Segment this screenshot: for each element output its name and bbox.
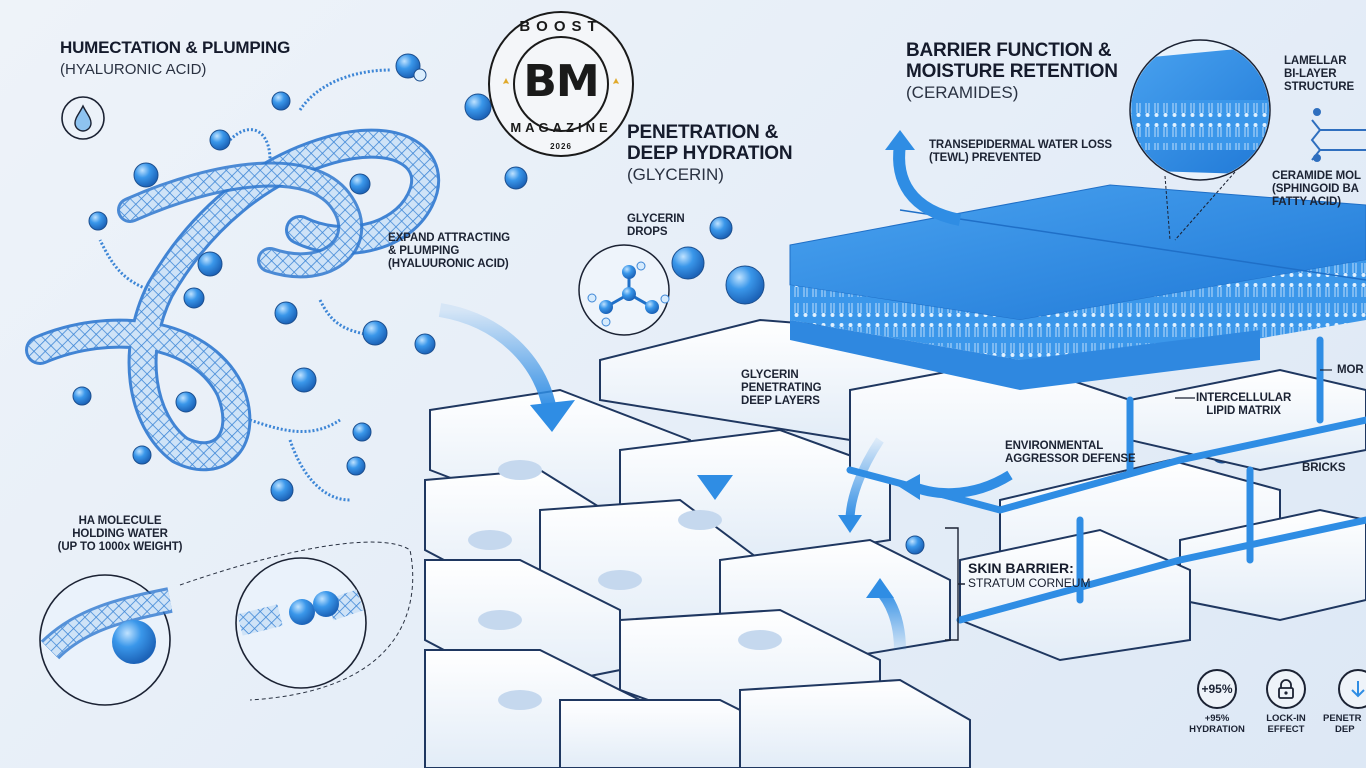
barrier-title-line-1: BARRIER FUNCTION &: [906, 40, 1112, 61]
badge-hydration-line-1: +95%: [1204, 713, 1230, 724]
arrow-defense-down: [845, 437, 884, 521]
logo-top-text: BOOST: [519, 18, 603, 35]
mortar-label: MOR: [1337, 364, 1364, 376]
lock-icon: [1266, 669, 1306, 709]
badge-hydration-label: +95% HYDRATION: [1182, 713, 1252, 735]
molecule-branches: [98, 68, 391, 502]
brick-wall: [424, 318, 1366, 768]
badge-penetration-line-2: DEP: [1335, 724, 1355, 735]
down-arrow-icon: [1338, 669, 1366, 709]
lamellar-line-1: LAMELLAR: [1284, 55, 1347, 67]
ha-line-1: HA MOLECULE: [78, 515, 162, 527]
env-line-1: ENVIRONMENTAL: [1005, 440, 1104, 452]
tewl-line-2: (TEWL) PREVENTED: [929, 152, 1042, 164]
ha-line-3: (UP TO 1000x WEIGHT): [57, 541, 183, 553]
penetration-subtitle: (GLYCERIN): [627, 165, 724, 184]
badge-penetration-label: PENETR DEP: [1323, 713, 1366, 735]
ha-zoom-circles: [39, 541, 414, 706]
arrow-ha-into-skin: [438, 303, 557, 412]
penetration-title: PENETRATION & DEEP HYDRATION: [627, 122, 793, 164]
logo-seal: [488, 11, 634, 157]
drops-line-2: DROPS: [627, 226, 668, 238]
badge-lockin-line-1: LOCK-IN: [1266, 713, 1306, 724]
leader-lines: [1175, 369, 1332, 399]
logo-bottom-text: MAGAZINE: [510, 120, 612, 135]
lamellar-line-3: STRUCTURE: [1284, 81, 1355, 93]
humectation-subtitle: (HYALURONIC ACID): [60, 61, 207, 78]
badge-lockin-label: LOCK-IN EFFECT: [1251, 713, 1321, 735]
ceramide-line-2: (SPHINGOID BA: [1272, 183, 1359, 195]
ceramide-molecule: [1310, 108, 1366, 162]
skin-barrier-label: SKIN BARRIER: STRATUM CORNEUM: [968, 560, 1090, 590]
barrier-title-line-2: MOISTURE RETENTION: [906, 61, 1118, 82]
badge-hydration-line-2: HYDRATION: [1189, 724, 1245, 735]
env-line-2: AGGRESSOR DEFENSE: [1005, 453, 1136, 465]
skin-barrier-sub: STRATUM CORNEUM: [968, 576, 1091, 590]
barrier-subtitle: (CERAMIDES): [906, 83, 1019, 102]
logo-year: 2026: [550, 142, 572, 151]
ha-line-2: HOLDING WATER: [72, 528, 168, 540]
drops-line-1: GLYCERIN: [627, 213, 685, 225]
humectation-title: HUMECTATION & PLUMPING: [60, 38, 291, 57]
lamellar-zoom: [1129, 39, 1271, 241]
glycerin-drops-label: GLYCERIN DROPS: [627, 213, 685, 239]
hydration-drop-icon: +95%: [1197, 669, 1237, 709]
intercellular-line-1: INTERCELLULAR: [1196, 392, 1292, 404]
ceramide-label: CERAMIDE MOL (SPHINGOID BA FATTY ACID): [1272, 170, 1361, 209]
ceramide-line-1: CERAMIDE MOL: [1272, 170, 1361, 182]
arrow-tewl: [893, 144, 962, 226]
ceramide-line-3: FATTY ACID): [1272, 196, 1341, 208]
tewl-line-1: TRANSEPIDERMAL WATER LOSS: [929, 139, 1112, 151]
logo-monogram: BM: [523, 56, 599, 107]
lamellar-label: LAMELLAR BI-LAYER STRUCTURE: [1284, 55, 1354, 94]
intercellular-line-2: LIPID MATRIX: [1206, 405, 1281, 417]
lamellar-line-2: BI-LAYER: [1284, 68, 1337, 80]
tewl-label: TRANSEPIDERMAL WATER LOSS (TEWL) PREVENT…: [929, 139, 1112, 165]
pen-line-1: GLYCERIN: [741, 369, 799, 381]
bricks-label: BRICKS: [1302, 462, 1346, 474]
lock-glyph: [1278, 679, 1294, 699]
pen-line-2: PENETRATING: [741, 382, 822, 394]
down-arrow-glyph: [1351, 681, 1365, 698]
intercellular-label: INTERCELLULAR LIPID MATRIX: [1196, 392, 1291, 418]
expand-line-1: EXPAND ATTRACTING: [388, 232, 511, 244]
expand-line-3: (HYALUURONIC ACID): [388, 258, 509, 270]
skin-barrier-bracket: [945, 527, 965, 641]
environmental-label: ENVIRONMENTAL AGGRESSOR DEFENSE: [1005, 440, 1136, 466]
cell-nuclei: [468, 460, 782, 710]
boost-magazine-logo[interactable]: BOOST BM MAGAZINE 2026: [487, 10, 635, 158]
penetration-title-line-1: PENETRATION &: [627, 122, 779, 143]
water-drop-icon-wrap: [61, 96, 105, 140]
badge-lockin-line-2: EFFECT: [1267, 724, 1305, 735]
expand-line-2: & PLUMPING: [388, 245, 460, 257]
skin-barrier-title: SKIN BARRIER:: [968, 560, 1074, 576]
ha-molecule-label: HA MOLECULE HOLDING WATER (UP TO 1000x W…: [50, 515, 190, 554]
glycerin-penetrating-label: GLYCERIN PENETRATING DEEP LAYERS: [741, 369, 822, 408]
glycerin-molecule-zoom: [578, 244, 670, 336]
hyaluronic-acid-strand: [25, 128, 441, 472]
badge-penetration-line-1: PENETR: [1323, 713, 1362, 724]
penetration-title-line-2: DEEP HYDRATION: [627, 143, 793, 164]
expand-plumping-label: EXPAND ATTRACTING & PLUMPING (HYALUURONI…: [388, 232, 510, 271]
pen-line-3: DEEP LAYERS: [741, 395, 820, 407]
lamellar-sheet: [789, 184, 1366, 390]
barrier-title: BARRIER FUNCTION & MOISTURE RETENTION: [906, 40, 1118, 82]
